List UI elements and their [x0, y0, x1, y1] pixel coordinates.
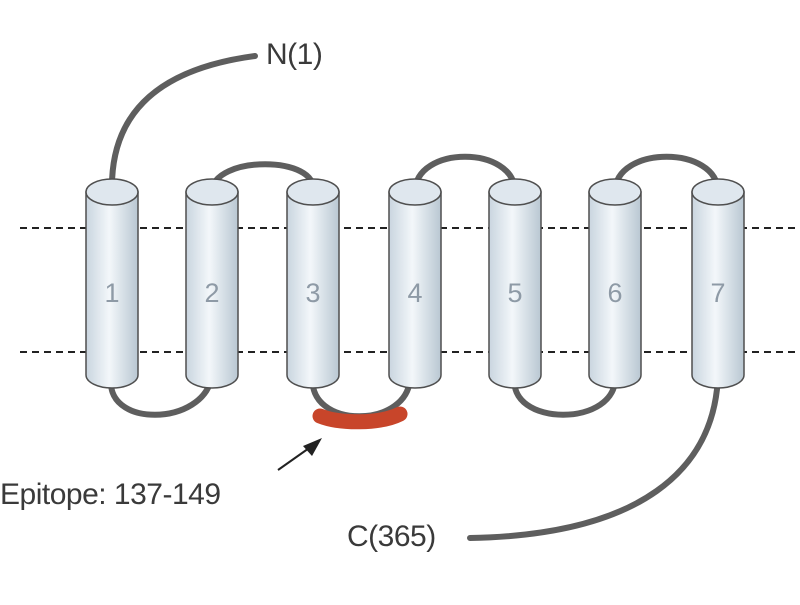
helix-5: 5 [488, 178, 542, 389]
extracellular-loop-3 [612, 153, 721, 193]
helix-label: 3 [305, 278, 320, 308]
helix-label: 6 [607, 278, 622, 308]
helix-body [588, 191, 642, 389]
c-terminus-tail [467, 372, 721, 541]
epitope-label: Epitope: 137-149 [0, 478, 221, 511]
helix-6: 6 [588, 178, 642, 389]
c-terminus-label: C(365) [347, 520, 436, 553]
intracellular-loop-3 [511, 374, 619, 418]
helix-label: 7 [710, 278, 725, 308]
helix-top-cap [185, 178, 239, 206]
helix-group: 1 2 3 4 5 6 7 [85, 178, 745, 389]
n-terminus-tail [108, 53, 258, 195]
helix-7: 7 [691, 178, 745, 389]
intracellular-loop-1 [108, 374, 215, 418]
helix-top-cap [85, 178, 139, 206]
helix-top-cap [488, 178, 542, 206]
helix-body [85, 191, 139, 389]
n-terminus-label: N(1) [266, 38, 323, 71]
helix-3: 3 [286, 178, 340, 389]
helix-top-cap [691, 178, 745, 206]
helix-body [286, 191, 340, 389]
epitope-arrow-head [303, 438, 322, 456]
helix-top-cap [388, 178, 442, 206]
helix-label: 4 [407, 278, 422, 308]
helix-top-cap [588, 178, 642, 206]
helix-label: 5 [507, 278, 522, 308]
helix-body [185, 191, 239, 389]
helix-2: 2 [185, 178, 239, 389]
helix-top-cap [286, 178, 340, 206]
helix-body [488, 191, 542, 389]
helix-label: 2 [204, 278, 219, 308]
epitope-segment [312, 406, 408, 430]
extracellular-loop-2 [412, 153, 518, 193]
helix-body [691, 191, 745, 389]
helix-1: 1 [85, 178, 139, 389]
epitope-arrow-line [277, 445, 313, 471]
helix-4: 4 [388, 178, 442, 389]
helix-label: 1 [104, 278, 119, 308]
helix-body [388, 191, 442, 389]
